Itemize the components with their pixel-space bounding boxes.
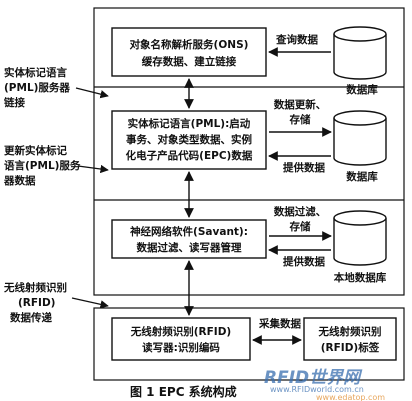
reader-frame — [93, 307, 405, 381]
side-pml-update-2: 语言(PML)服务 — [4, 159, 81, 172]
pml-box — [111, 110, 267, 170]
side-pml-update-3: 器数据 — [3, 174, 36, 187]
watermark-logo: RFID世界网 www.RFIDworld.com.cn www.edatop.… — [264, 368, 385, 401]
watermark-url-1: www.RFIDworld.com.cn — [270, 385, 364, 394]
savant-line-2: 数据过滤、读写器管理 — [136, 241, 242, 254]
tag-line-1: 无线射频识别 — [318, 325, 382, 338]
side-rfid-2: (RFID) — [18, 297, 55, 309]
database-3-icon — [333, 210, 387, 266]
ons-box — [111, 27, 267, 77]
tag-line-2: (RFID)标签 — [321, 341, 380, 354]
side-pml-link-1: 实体标记语言 — [4, 66, 67, 79]
side-rfid-1: 无线射频识别 — [3, 281, 67, 294]
filter-label-1: 数据过滤、 — [273, 205, 327, 218]
update-label-1: 数据更新、 — [273, 98, 327, 111]
reader-box — [111, 317, 251, 361]
tag-box — [303, 317, 397, 361]
ons-line-2: 缓存数据、建立链接 — [141, 55, 237, 68]
side-pml-update-arrow — [77, 164, 109, 174]
provide-label-1: 提供数据 — [283, 161, 325, 174]
provide-label-2: 提供数据 — [283, 255, 325, 268]
reader-line-1: 无线射频识别(RFID) — [130, 325, 231, 338]
database-1-icon — [333, 26, 387, 80]
database-2-icon — [333, 110, 387, 166]
database-3-label: 本地数据库 — [334, 271, 387, 284]
side-pml-link-arrow — [75, 87, 109, 99]
reader-line-2: 读写器:识别编码 — [142, 341, 220, 354]
side-pml-link-3: 链接 — [3, 96, 25, 109]
database-2-label: 数据库 — [345, 170, 378, 183]
figure-caption: 图 1 EPC 系统构成 — [130, 384, 237, 399]
pml-line-2: 事务、对象类型数据、实例 — [126, 133, 252, 146]
side-pml-link-2: (PML)服务器 — [4, 81, 70, 94]
filter-label-2: 存储 — [290, 220, 311, 233]
collect-label: 采集数据 — [258, 317, 301, 330]
savant-box — [111, 219, 267, 259]
side-rfid-arrow — [71, 297, 109, 309]
pml-line-3: 化电子产品代码(EPC)数据 — [126, 149, 253, 162]
watermark-logo-text: RFID世界网 — [264, 368, 363, 388]
watermark-url-2: www.edatop.com — [316, 393, 385, 401]
savant-line-1: 神经网络软件(Savant): — [130, 225, 248, 238]
server-frame — [93, 7, 405, 296]
pml-line-1: 实体标记语言(PML):启动 — [128, 117, 251, 130]
database-1-label: 数据库 — [345, 83, 378, 96]
side-pml-update-1: 更新实体标记 — [4, 144, 67, 157]
query-label: 查询数据 — [275, 33, 318, 46]
ons-line-1: 对象名称解析服务(ONS) — [130, 38, 249, 51]
side-rfid-3: 数据传递 — [9, 311, 52, 324]
update-label-2: 存储 — [290, 113, 311, 126]
